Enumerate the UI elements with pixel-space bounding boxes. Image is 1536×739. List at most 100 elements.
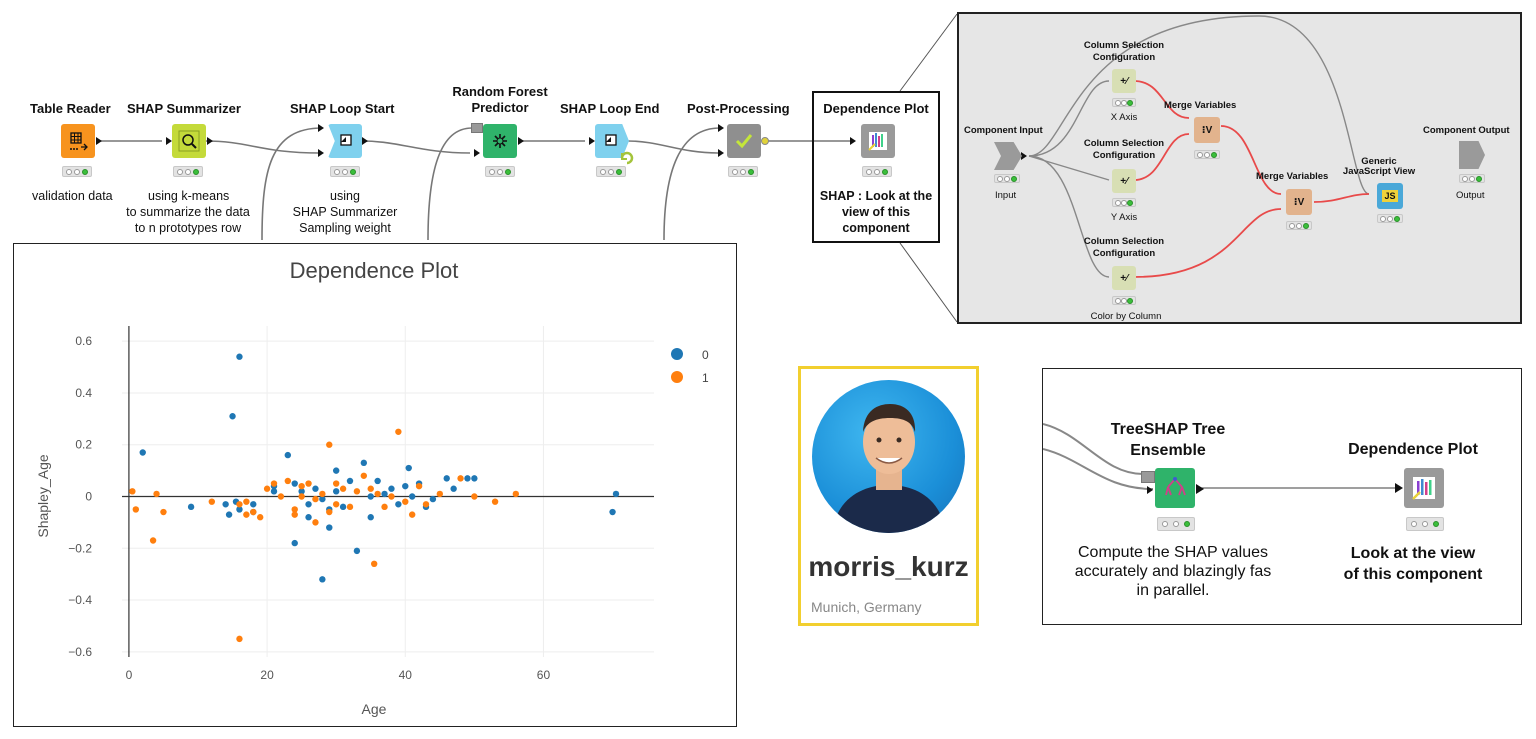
treeshap-status xyxy=(1157,517,1195,531)
post-processing-out-port xyxy=(761,137,769,145)
scatter-point-series-1 xyxy=(491,498,499,505)
table-reader-node[interactable] xyxy=(61,124,95,158)
component-output-label: Output xyxy=(1456,190,1485,201)
csc-x-label: X Axis xyxy=(1110,112,1138,123)
random-forest-predictor-node[interactable] xyxy=(483,124,517,158)
scatter-point-series-1 xyxy=(319,490,326,498)
merge-variables-2-status xyxy=(1286,221,1312,230)
dep-plot-in-port xyxy=(1395,483,1403,493)
scatter-point-series-1 xyxy=(436,490,444,498)
x-tick-label: 0 xyxy=(126,668,133,682)
shap-summarizer-desc-3: to n prototypes row xyxy=(134,221,242,235)
scatter-point-series-1 xyxy=(374,490,381,498)
dep-plot-status xyxy=(1406,517,1444,531)
post-processing-node[interactable] xyxy=(727,124,761,158)
scatter-point-series-1 xyxy=(415,482,423,490)
treeshap-desc-3: in parallel. xyxy=(1136,582,1210,599)
csc-color-label: Color by Column xyxy=(1090,311,1162,322)
scatter-point-series-0 xyxy=(408,493,416,500)
random-forest-title-1: Random Forest xyxy=(452,84,548,99)
component-detail-panel: Component Input Input Column Selection C… xyxy=(957,12,1522,324)
scatter-point-series-0 xyxy=(326,524,333,531)
scatter-point-series-0 xyxy=(332,488,340,495)
shap-loop-end-node[interactable] xyxy=(595,124,629,158)
csc-color-node[interactable]: +⁄ xyxy=(1112,266,1136,290)
scatter-point-series-0 xyxy=(270,488,278,495)
scatter-point-series-0 xyxy=(367,514,374,521)
csc-color-title-1: Column Selection xyxy=(1083,236,1165,247)
x-axis-label: Age xyxy=(362,701,387,717)
treeshap-model-port xyxy=(1141,471,1155,483)
scatter-point-series-1 xyxy=(236,501,243,508)
shap-loop-start-out-port xyxy=(362,137,368,145)
shap-loop-start-status xyxy=(330,166,360,177)
scatter-point-series-0 xyxy=(222,501,229,508)
merge-variables-1-node[interactable]: ⁝V xyxy=(1194,117,1220,143)
scatter-point-series-0 xyxy=(405,464,412,472)
scatter-point-series-1 xyxy=(370,560,378,568)
scatter-point-series-1 xyxy=(256,514,264,521)
csc-x-title-1: Column Selection xyxy=(1083,40,1165,51)
csc-y-status xyxy=(1112,198,1136,207)
predictor-icon xyxy=(493,134,507,148)
scatter-point-series-1 xyxy=(395,428,402,435)
csc-y-node[interactable]: +⁄ xyxy=(1112,169,1136,193)
scatter-point-series-1 xyxy=(305,480,312,487)
scatter-point-series-0 xyxy=(429,495,437,503)
legend-marker-0 xyxy=(671,348,683,360)
scatter-point-series-1 xyxy=(149,537,157,544)
scatter-point-series-0 xyxy=(374,477,381,485)
csc-x-node[interactable]: +⁄ xyxy=(1112,69,1136,93)
x-tick-label: 20 xyxy=(260,668,274,682)
scatter-point-series-1 xyxy=(243,511,250,518)
merge-variables-1-status xyxy=(1194,150,1220,159)
shap-summarizer-node[interactable] xyxy=(172,124,206,158)
scatter-point-series-0 xyxy=(229,413,236,420)
component-wires xyxy=(1028,15,1370,278)
checkmark-icon xyxy=(735,134,753,149)
legend-label-1: 1 xyxy=(702,371,709,385)
scatter-point-series-1 xyxy=(208,498,216,505)
treeshap-node[interactable] xyxy=(1155,468,1195,508)
scatter-point-series-1 xyxy=(312,495,319,503)
model-in-port xyxy=(471,123,483,133)
bar-chart-icon xyxy=(868,132,887,151)
shap-loop-start-desc-1: using xyxy=(330,189,360,203)
js-icon: JS xyxy=(1382,190,1398,202)
shap-loop-end-in-port xyxy=(589,137,595,145)
scatter-point-series-0 xyxy=(332,467,340,474)
shap-loop-end-status xyxy=(596,166,626,177)
scatter-point-series-0 xyxy=(319,495,326,503)
scatter-point-series-0 xyxy=(395,501,402,508)
generic-js-node[interactable]: JS xyxy=(1377,183,1403,209)
table-reader-status xyxy=(62,166,92,177)
scatter-point-series-0 xyxy=(291,539,298,547)
scatter-point-series-1 xyxy=(291,506,298,513)
scatter-point-series-0 xyxy=(236,353,243,360)
scatter-point-series-0 xyxy=(388,485,395,492)
dependence-plot-node[interactable] xyxy=(861,124,895,158)
merge-variables-2-node[interactable]: ⁝V xyxy=(1286,189,1312,215)
generic-js-title-2: JavaScript View xyxy=(1342,166,1416,177)
shap-loop-start-in-port-2 xyxy=(318,149,324,157)
scatter-point-series-1 xyxy=(153,490,160,498)
merge-variables-2-title: Merge Variables xyxy=(1256,171,1329,182)
scatter-point-series-0 xyxy=(464,475,471,482)
dep-plot-node[interactable] xyxy=(1404,468,1444,508)
shap-loop-start-desc-2: SHAP Summarizer xyxy=(292,205,398,219)
shap-summarizer-in-port xyxy=(166,137,172,145)
dep-plot-title: Dependence Plot xyxy=(1348,441,1478,458)
csc-y-title-2: Configuration xyxy=(1092,150,1156,161)
scatter-point-series-1 xyxy=(332,480,340,487)
scatter-point-series-1 xyxy=(312,519,319,526)
component-input-out-port xyxy=(1021,152,1027,160)
component-input-title: Component Input xyxy=(964,125,1043,136)
scatter-point-series-0 xyxy=(367,493,374,500)
treeshap-desc-2: accurately and blazingly fas xyxy=(1074,563,1272,580)
profile-card: morris_kurz Munich, Germany xyxy=(798,366,979,626)
scatter-point-series-0 xyxy=(471,475,478,482)
scatter-point-series-1 xyxy=(284,477,292,485)
table-icon xyxy=(70,132,88,151)
table-reader-title: Table Reader xyxy=(30,101,111,116)
component-output-node[interactable] xyxy=(1459,141,1485,169)
